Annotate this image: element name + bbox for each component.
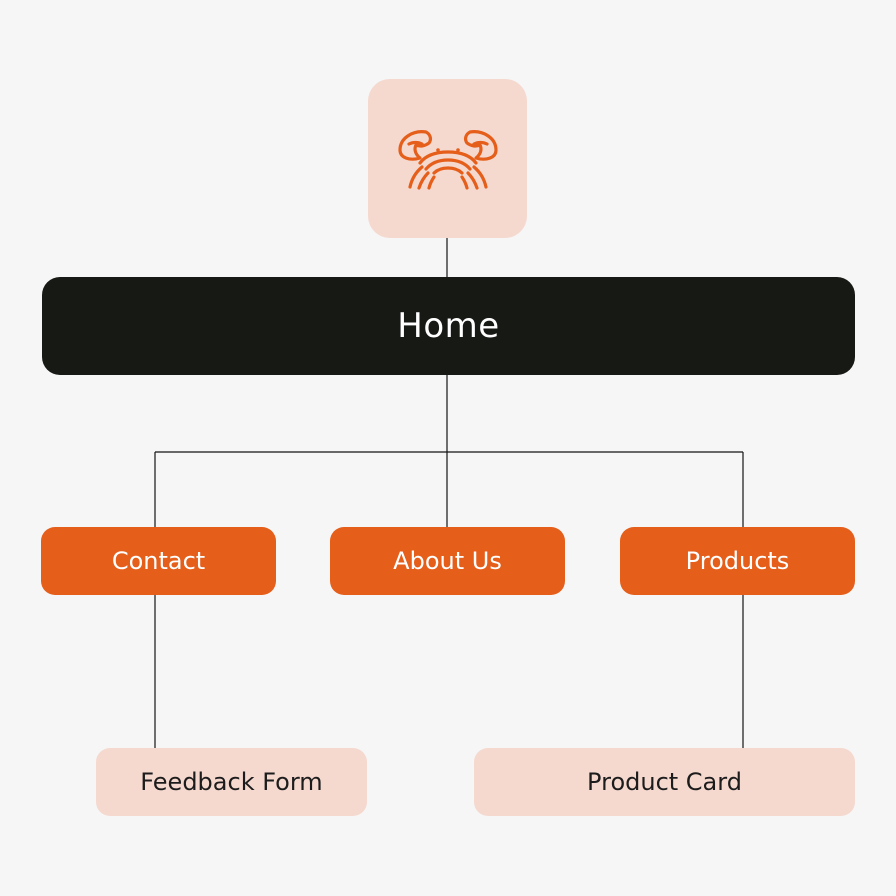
products-node[interactable]: Products bbox=[620, 527, 855, 595]
feedback-form-node[interactable]: Feedback Form bbox=[96, 748, 367, 816]
about-us-node[interactable]: About Us bbox=[330, 527, 565, 595]
contact-node[interactable]: Contact bbox=[41, 527, 276, 595]
home-label: Home bbox=[397, 306, 500, 346]
contact-label: Contact bbox=[111, 547, 206, 575]
feedback-form-label: Feedback Form bbox=[140, 768, 323, 796]
home-node[interactable]: Home bbox=[42, 277, 855, 375]
product-card-node[interactable]: Product Card bbox=[474, 748, 855, 816]
logo-node bbox=[368, 79, 527, 238]
products-label: Products bbox=[685, 547, 790, 575]
product-card-label: Product Card bbox=[587, 768, 742, 796]
about-us-label: About Us bbox=[393, 547, 502, 575]
crab-icon bbox=[397, 129, 498, 190]
